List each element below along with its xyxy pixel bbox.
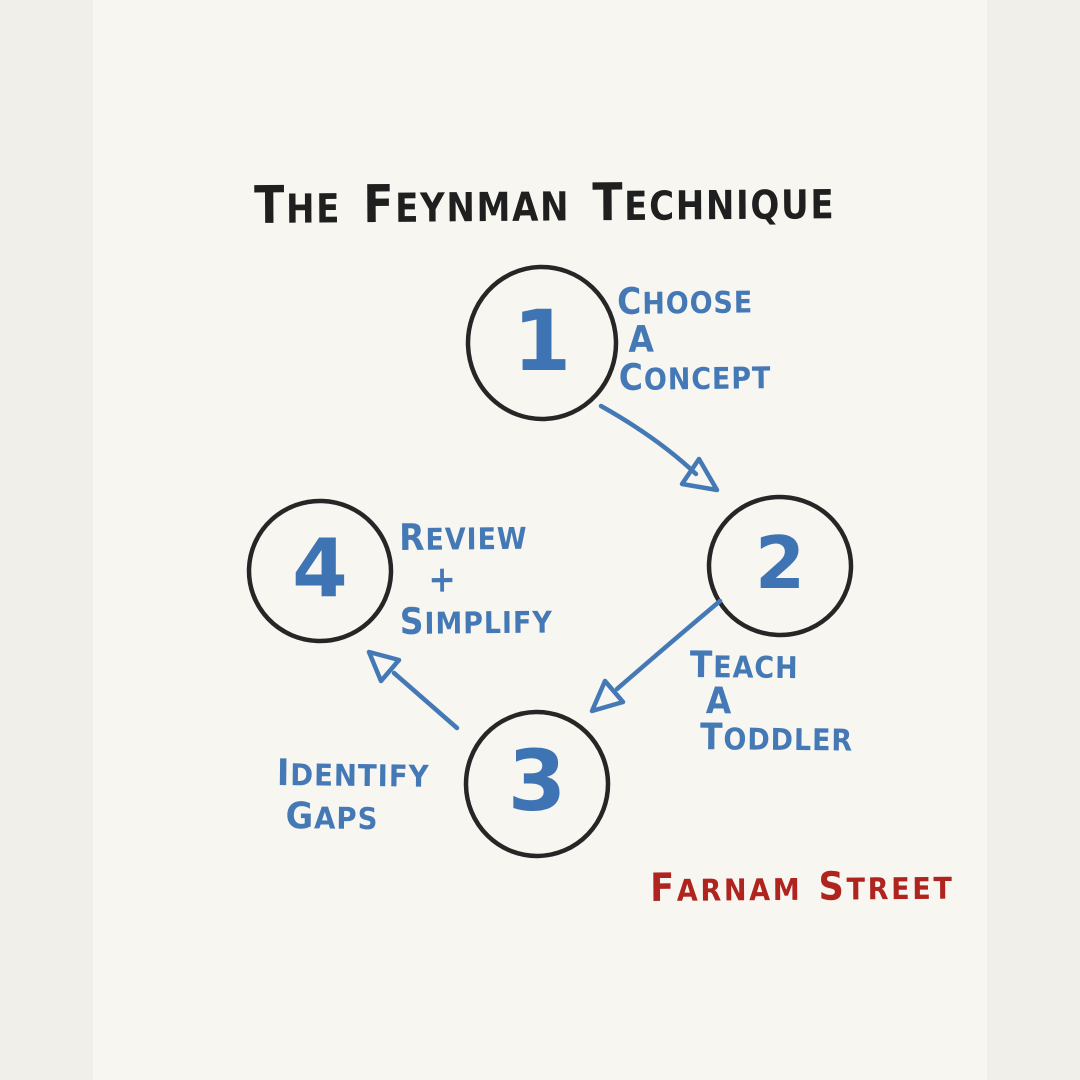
step-3-circle (463, 709, 611, 859)
step-3-label-line: IDENTIFY (276, 751, 430, 795)
step-4-label: REVIEW + SIMPLIFY (398, 515, 553, 644)
arrow-1-to-2-shaft (598, 403, 699, 477)
step-1-circle (465, 264, 619, 422)
step-3-label-line: GAPS (285, 794, 379, 838)
step-4-circle (246, 498, 394, 644)
left-margin-strip (0, 0, 93, 1080)
step-1-number: 1 (512, 292, 572, 390)
step-4-label-line: + (428, 557, 457, 601)
step-4-label-line: SIMPLIFY (399, 599, 553, 643)
arrow-3-to-4-head (366, 649, 402, 684)
step-2-label: TEACH A TODDLER (689, 643, 854, 759)
step-4-number: 4 (292, 522, 348, 615)
title-word: THE (254, 175, 342, 236)
attribution: FARNAM STREET (650, 864, 955, 911)
step-3-label: IDENTIFY GAPS (276, 751, 430, 841)
step-4-label-line: REVIEW (398, 515, 528, 559)
step-1-label: CHOOSE A CONCEPT (616, 279, 772, 399)
title-word: FEYNMAN (363, 174, 571, 236)
page-title: THE FEYNMAN TECHNIQUE (254, 171, 835, 236)
step-1-label-line: CHOOSE (616, 279, 754, 323)
arrow-2-to-3-head (589, 678, 626, 714)
right-margin-strip (987, 0, 1080, 1080)
attribution-word: FARNAM (650, 865, 803, 911)
arrow-1-to-2-head (679, 456, 720, 493)
arrow-2-to-3-shaft (614, 598, 723, 692)
title-word: TECHNIQUE (592, 172, 836, 234)
step-1-label-line: A (628, 317, 655, 361)
step-2-label-line: A (705, 679, 733, 723)
step-1-label-line: CONCEPT (618, 355, 772, 399)
step-2-number: 2 (754, 521, 806, 605)
arrow-3-to-4-shaft (391, 670, 460, 731)
step-2-circle (706, 494, 854, 638)
attribution-word: STREET (818, 864, 955, 910)
step-3-number: 3 (507, 732, 567, 830)
step-2-label-line: TODDLER (699, 715, 854, 759)
